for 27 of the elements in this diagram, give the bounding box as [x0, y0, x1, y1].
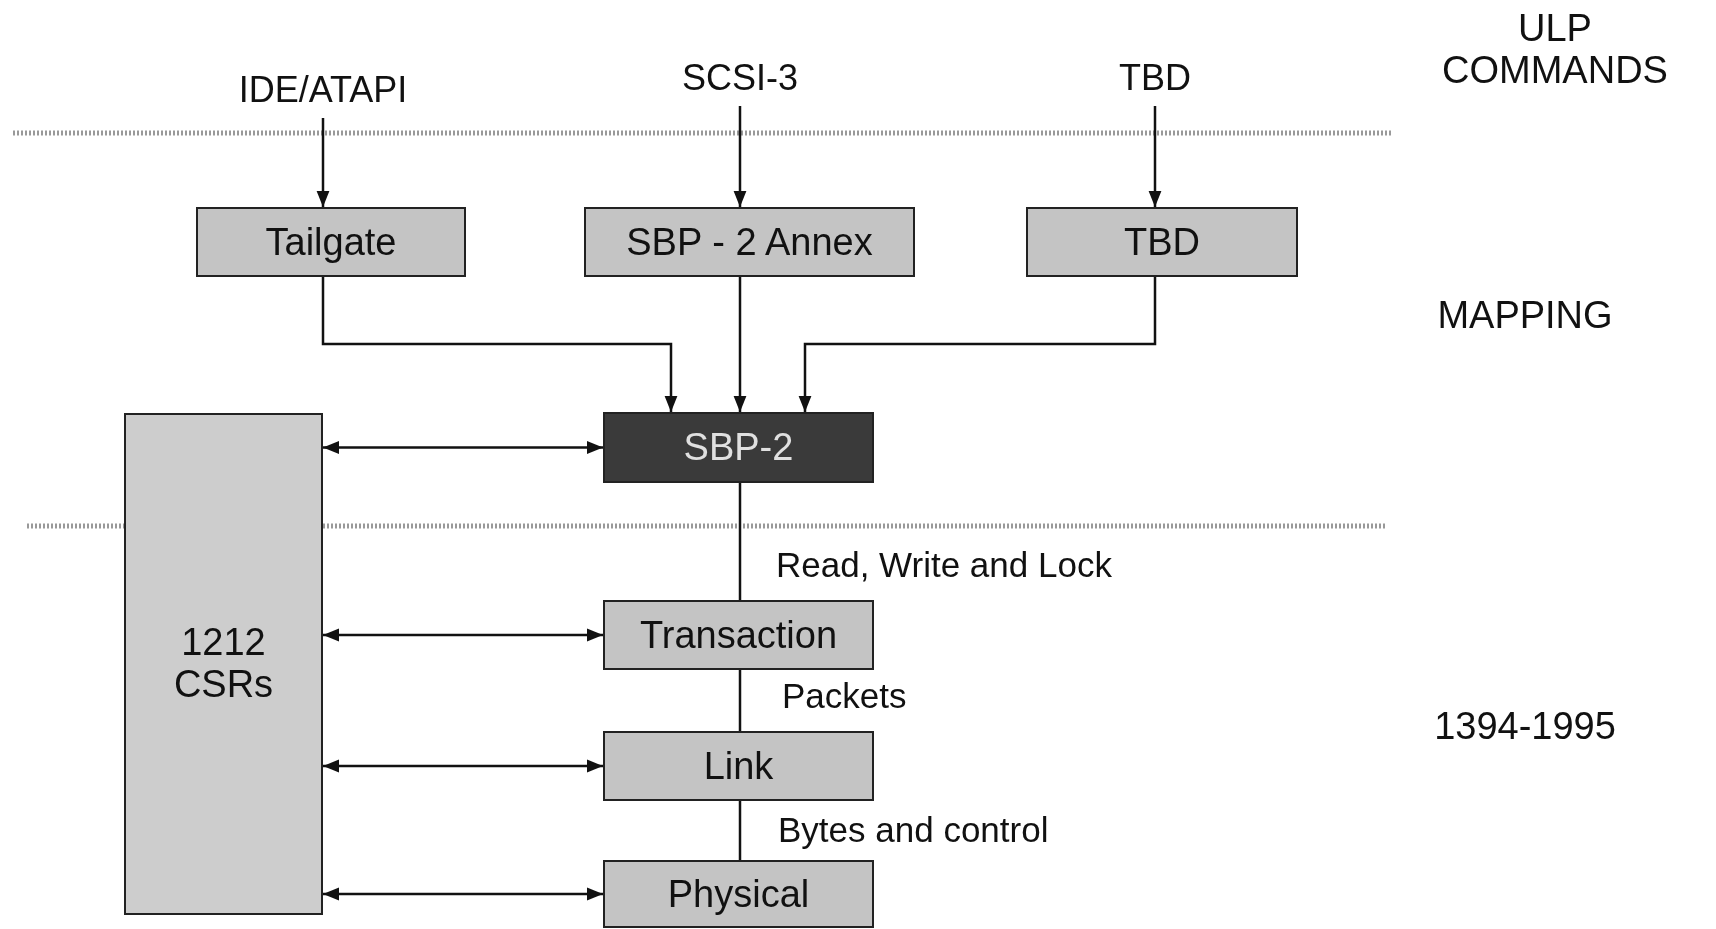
arrow: [316, 118, 330, 207]
command-label: IDE/ATAPI: [220, 62, 426, 118]
command-label: TBD: [1100, 50, 1210, 106]
layer-label: ULP COMMANDS: [1441, 8, 1669, 92]
arrow: [1148, 106, 1162, 207]
arrow: [321, 277, 678, 412]
arrow: [323, 887, 603, 901]
arrow: [323, 759, 603, 773]
layer-box: Physical: [603, 860, 874, 928]
arrow: [323, 628, 603, 642]
layer-label: 1394-1995: [1433, 706, 1617, 748]
connector-line: [738, 670, 742, 731]
connector-line: [738, 483, 742, 600]
arrow: [798, 277, 1157, 412]
layer-box: SBP - 2 Annex: [584, 207, 915, 277]
layer-box: Transaction: [603, 600, 874, 670]
layer-box: Link: [603, 731, 874, 801]
command-label: SCSI-3: [650, 50, 830, 106]
arrow: [733, 277, 747, 412]
arrow: [733, 106, 747, 207]
layer-box: TBD: [1026, 207, 1298, 277]
connector-line: [738, 801, 742, 860]
arrow: [323, 441, 603, 454]
register-box: 1212 CSRs: [124, 413, 323, 915]
layer-box: SBP-2: [603, 412, 874, 483]
layer-label: MAPPING: [1436, 295, 1614, 337]
layer-box: Tailgate: [196, 207, 466, 277]
